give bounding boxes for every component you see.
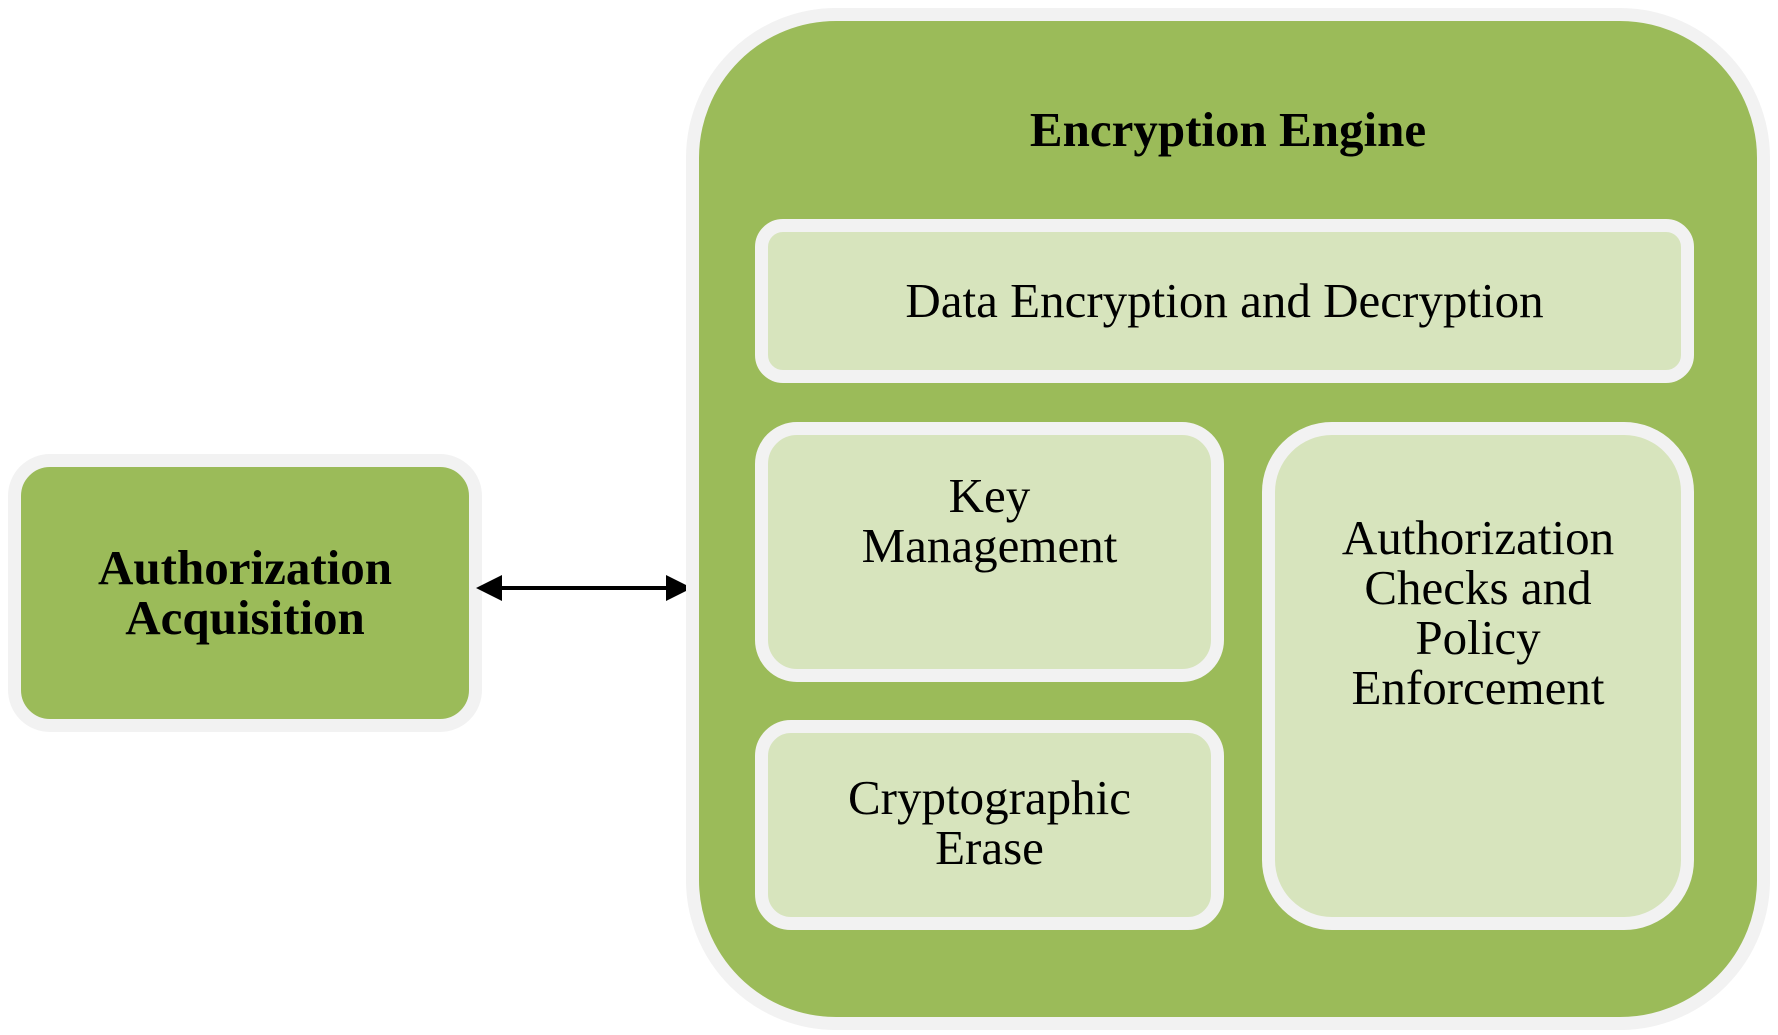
- authorization-acquisition-label: Authorization Acquisition: [98, 540, 392, 645]
- key-management-label: Key Management: [861, 468, 1118, 573]
- cryptographic-erase-box: Cryptographic Erase: [755, 720, 1224, 930]
- bidirectional-arrow: [476, 575, 692, 601]
- key-management-box: Key Management: [755, 422, 1224, 682]
- encryption-engine-title: Encryption Engine: [1029, 102, 1427, 157]
- arrow-head-right: [666, 575, 692, 601]
- data-encryption-label: Data Encryption and Decryption: [905, 273, 1544, 329]
- arrow-head-left: [476, 575, 502, 601]
- cryptographic-erase-label: Cryptographic Erase: [847, 770, 1132, 875]
- authorization-checks-box: Authorization Checks and Policy Enforcem…: [1262, 422, 1694, 930]
- data-encryption-box: Data Encryption and Decryption: [755, 219, 1694, 383]
- authorization-acquisition-box: Authorization Acquisition: [8, 454, 482, 732]
- authorization-checks-label: Authorization Checks and Policy Enforcem…: [1341, 510, 1615, 715]
